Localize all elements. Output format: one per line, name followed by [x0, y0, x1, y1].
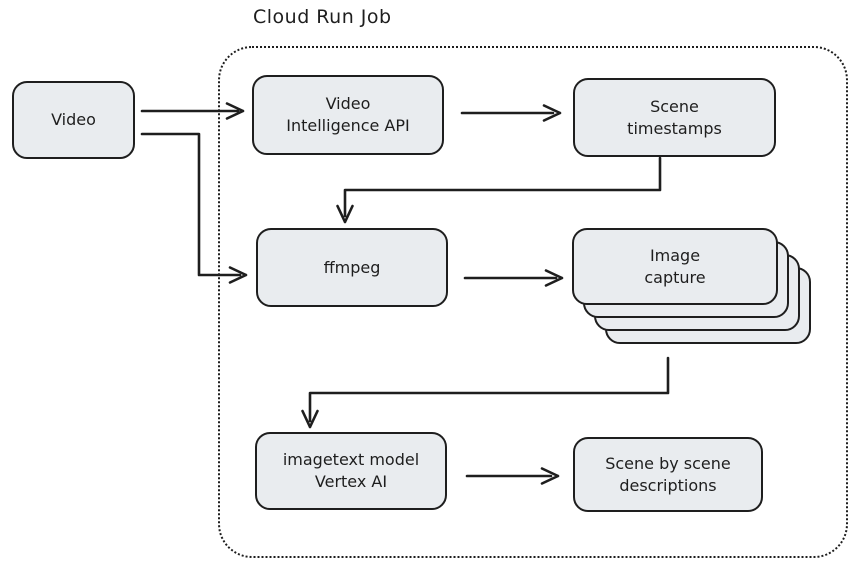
node-ffmpeg-label: ffmpeg — [323, 257, 381, 277]
node-image-capture-label: Image capture — [644, 245, 706, 287]
node-scene-by-scene-descriptions-label: Scene by scene descriptions — [605, 453, 731, 495]
cloud-run-job-container — [218, 46, 848, 558]
node-video-intelligence-api[interactable]: Video Intelligence API — [252, 75, 444, 155]
node-imagetext-model-vertex-ai-label: imagetext model Vertex AI — [282, 450, 420, 491]
node-ffmpeg[interactable]: ffmpeg — [256, 228, 448, 307]
node-scene-timestamps-label: Scene timestamps — [627, 96, 722, 138]
node-imagetext-model-vertex-ai[interactable]: imagetext model Vertex AI — [255, 432, 447, 510]
node-image-capture-stack[interactable]: Image capture — [572, 228, 811, 344]
diagram-title: Cloud Run Job — [253, 6, 392, 28]
node-video-intelligence-api-label: Video Intelligence API — [286, 94, 410, 135]
node-video[interactable]: Video — [12, 81, 135, 159]
node-image-capture[interactable]: Image capture — [572, 228, 778, 305]
node-scene-timestamps[interactable]: Scene timestamps — [573, 78, 776, 157]
node-scene-by-scene-descriptions[interactable]: Scene by scene descriptions — [573, 437, 763, 512]
node-video-label: Video — [51, 110, 96, 130]
